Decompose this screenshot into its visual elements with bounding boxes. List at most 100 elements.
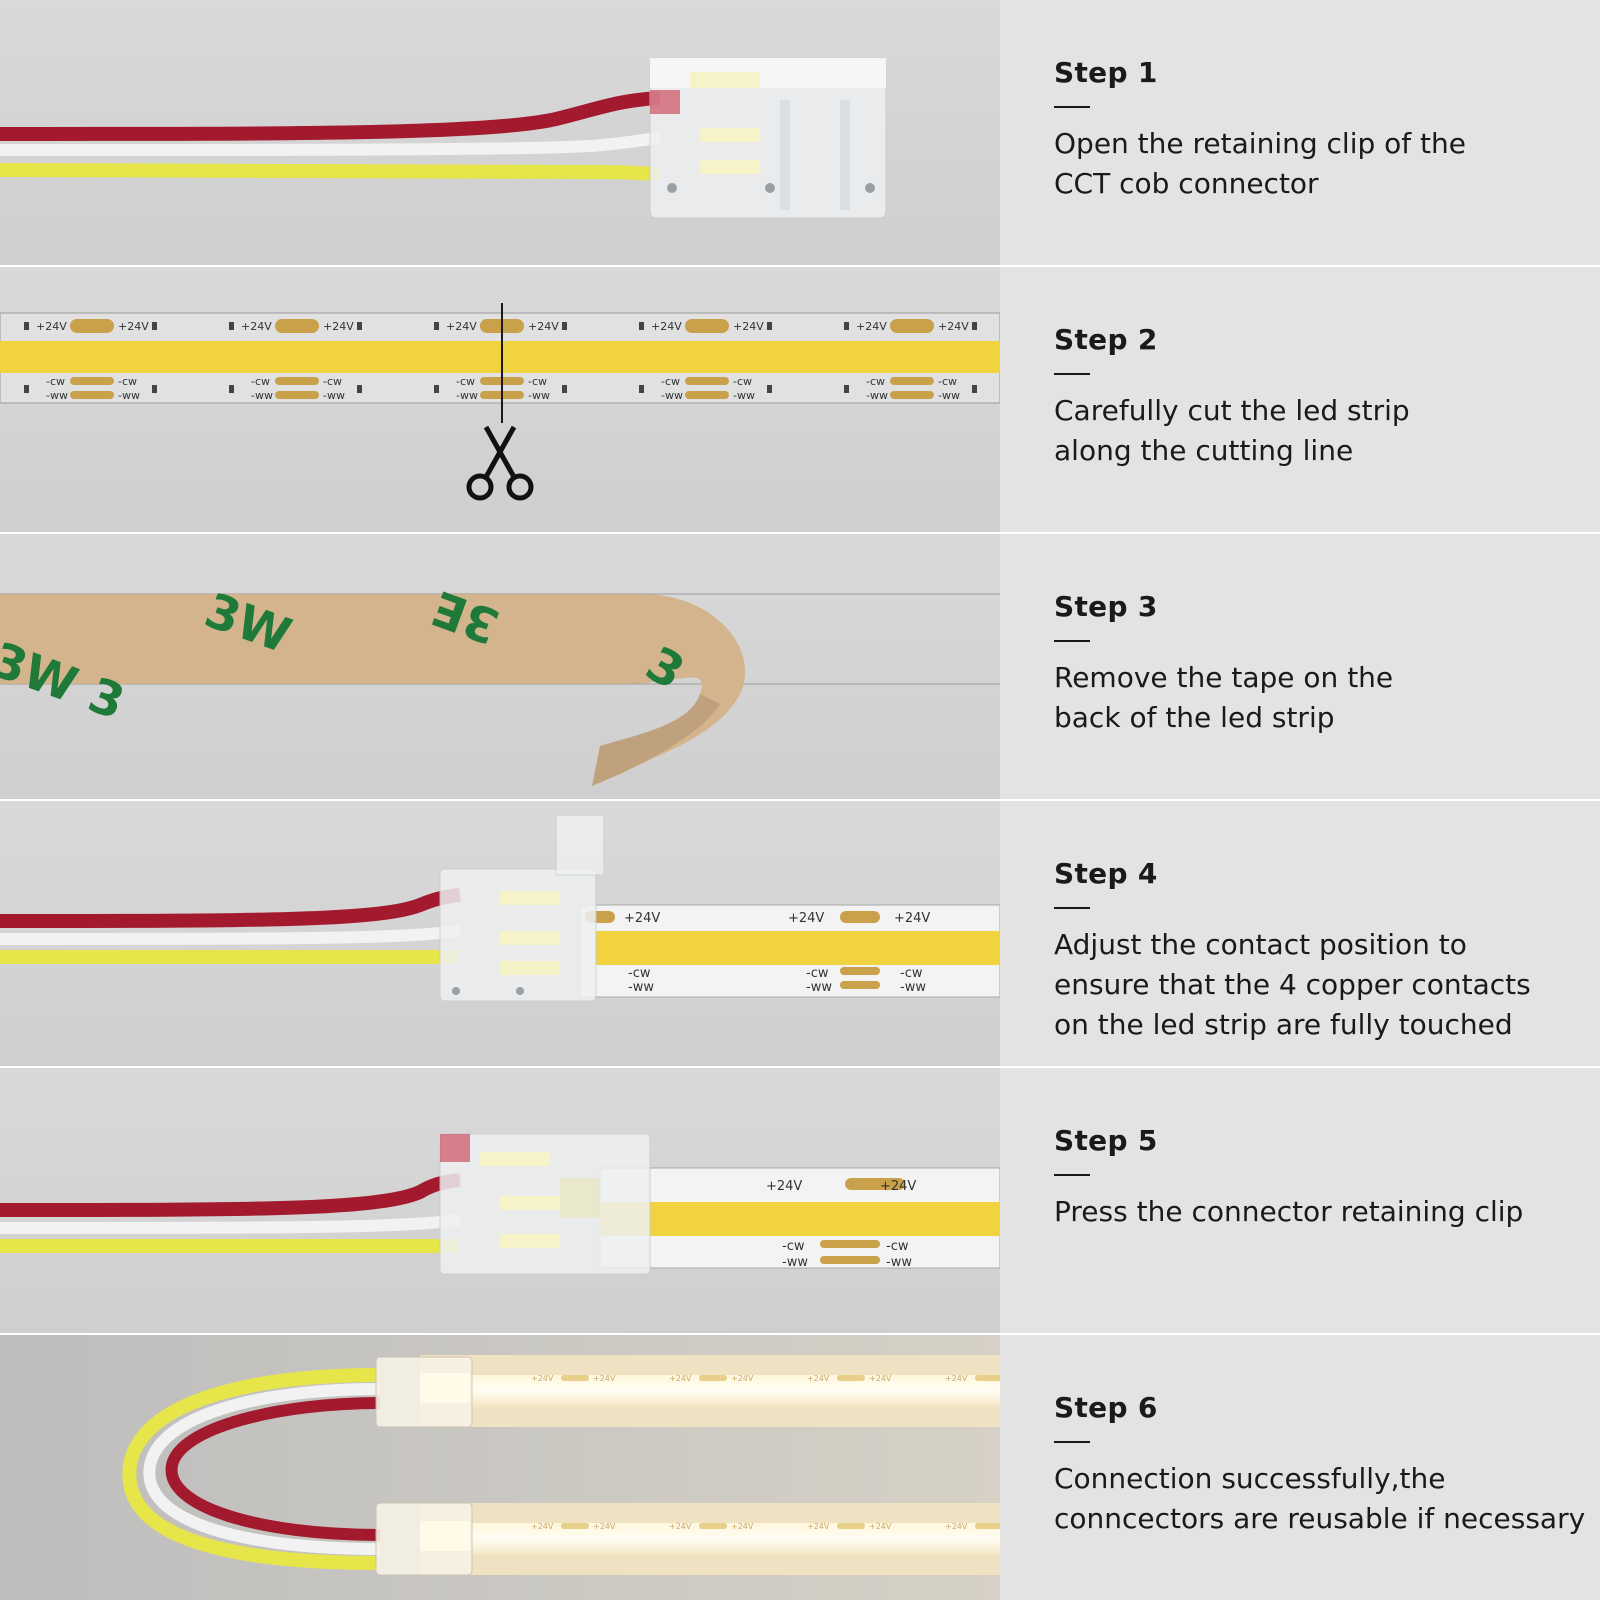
- copper-pad: [890, 319, 934, 333]
- step-4-text: Step 4 Adjust the contact position to en…: [1000, 801, 1600, 1067]
- led-chip: [357, 322, 362, 330]
- step-2-text: Step 2 Carefully cut the led strip along…: [1000, 267, 1600, 533]
- copper-pad: [837, 1375, 865, 1381]
- step-1-row: Step 1 Open the retaining clip of the CC…: [0, 0, 1600, 266]
- pad-label: +24V: [531, 1374, 554, 1383]
- led-chip: [562, 322, 567, 330]
- pad-label: -ww: [628, 980, 654, 995]
- pad-label: +24V: [807, 1374, 830, 1383]
- pad-label: -cw: [782, 1239, 805, 1254]
- pad-label: -ww: [886, 1255, 912, 1270]
- step-title: Step 3: [1054, 590, 1158, 623]
- step-description: Press the connector retaining clip: [1054, 1195, 1524, 1228]
- led-chip: [357, 385, 362, 393]
- step-4-illustration: +24V +24V +24V -cw -ww -cw -ww -cw -ww: [0, 801, 1000, 1067]
- step-description: Connection successfully,the conncectors …: [1054, 1462, 1586, 1535]
- pad-label: +24V: [938, 320, 969, 333]
- led-chip: [229, 385, 234, 393]
- led-chip: [767, 322, 772, 330]
- led-chip: [434, 385, 439, 393]
- copper-pad: [275, 391, 319, 399]
- step-6-illustration: +24V +24V +24V +24V +24V +24V +24V +24V +24V +24V…: [0, 1335, 1000, 1600]
- pad-label: +24V: [446, 320, 477, 333]
- step-2-row: +24V+24V-cw-cw-ww-ww+24V+24V-cw-cw-ww-ww…: [0, 267, 1600, 533]
- led-chip: [639, 322, 644, 330]
- strip-insert-illustration: +24V +24V +24V -cw -ww -cw -ww -cw -ww: [0, 814, 1000, 1002]
- copper-pad: [975, 1523, 1000, 1529]
- scissors-icon: [466, 425, 534, 501]
- copper-pad: [275, 319, 319, 333]
- led-chip: [639, 385, 644, 393]
- pad-label: +24V: [669, 1522, 692, 1531]
- pad-label: -ww: [46, 389, 68, 402]
- step-title: Step 6: [1054, 1391, 1158, 1424]
- copper-pad: [890, 377, 934, 385]
- pad-label: +24V: [36, 320, 67, 333]
- pad-label: +24V: [807, 1522, 830, 1531]
- pad-label: +24V: [733, 320, 764, 333]
- led-chip: [434, 322, 439, 330]
- pad-label: -cw: [900, 966, 923, 981]
- divider: [0, 799, 1600, 801]
- divider: [0, 1333, 1600, 1335]
- pad-label: +24V: [894, 911, 930, 926]
- led-strip-cut-illustration: +24V+24V-cw-cw-ww-ww+24V+24V-cw-cw-ww-ww…: [0, 303, 1000, 501]
- pad-label: +24V: [766, 1179, 802, 1194]
- pad-label: +24V: [118, 320, 149, 333]
- connected-lit-illustration: +24V +24V +24V +24V +24V +24V +24V +24V +24V +24V…: [122, 1355, 1000, 1576]
- step-4-row: +24V +24V +24V -cw -ww -cw -ww -cw -ww: [0, 801, 1600, 1067]
- step-5-illustration: +24V +24V -cw -ww -cw -ww: [0, 1068, 1000, 1334]
- pad-label: -cw: [46, 375, 65, 388]
- pad-label: -ww: [456, 389, 478, 402]
- pad-label: +24V: [945, 1522, 968, 1531]
- divider: [0, 265, 1600, 267]
- copper-pad: [685, 319, 729, 333]
- pad-label: +24V: [731, 1522, 754, 1531]
- step-2-illustration: +24V+24V-cw-cw-ww-ww+24V+24V-cw-cw-ww-ww…: [0, 267, 1000, 533]
- pad-label: +24V: [593, 1374, 616, 1383]
- copper-pad: [890, 391, 934, 399]
- pad-label: -ww: [866, 389, 888, 402]
- title-underline: [1054, 1441, 1090, 1443]
- led-chip: [152, 385, 157, 393]
- pad-label: +24V: [880, 1179, 916, 1194]
- step-1-illustration: [0, 0, 1000, 266]
- pad-label: -cw: [806, 966, 829, 981]
- pad-label: +24V: [528, 320, 559, 333]
- step-6-text: Step 6 Connection successfully,the connc…: [1000, 1335, 1600, 1600]
- copper-pad: [699, 1375, 727, 1381]
- step-title: Step 2: [1054, 323, 1158, 356]
- copper-pad: [837, 1523, 865, 1529]
- pad-label: +24V: [669, 1374, 692, 1383]
- led-chip: [229, 322, 234, 330]
- title-underline: [1054, 640, 1090, 642]
- step-5-row: +24V +24V -cw -ww -cw -ww Step 5 Press t…: [0, 1068, 1600, 1334]
- led-chip: [844, 385, 849, 393]
- pad-label: -cw: [661, 375, 680, 388]
- copper-pad: [975, 1375, 1000, 1381]
- pad-label: +24V: [856, 320, 887, 333]
- pad-label: -ww: [661, 389, 683, 402]
- step-description: Remove the tape on the back of the led s…: [1054, 661, 1394, 734]
- pad-label: +24V: [593, 1522, 616, 1531]
- tape-removal-illustration: 3W 3E 3W 3 3: [0, 579, 1000, 786]
- pad-label: -cw: [886, 1239, 909, 1254]
- divider: [0, 1066, 1600, 1068]
- pad-label: -ww: [782, 1255, 808, 1270]
- clip-pressed-illustration: +24V +24V -cw -ww -cw -ww: [0, 1133, 1000, 1275]
- pad-label: -cw: [251, 375, 270, 388]
- copper-pad: [685, 377, 729, 385]
- led-chip: [562, 385, 567, 393]
- title-underline: [1054, 907, 1090, 909]
- led-chip: [767, 385, 772, 393]
- copper-pad: [685, 391, 729, 399]
- step-title: Step 1: [1054, 56, 1158, 89]
- connector-open-illustration: [0, 57, 887, 219]
- pad-label: -cw: [456, 375, 475, 388]
- pad-label: -cw: [938, 375, 957, 388]
- pad-label: -cw: [323, 375, 342, 388]
- pad-label: +24V: [788, 911, 824, 926]
- pad-label: +24V: [869, 1522, 892, 1531]
- led-chip: [24, 322, 29, 330]
